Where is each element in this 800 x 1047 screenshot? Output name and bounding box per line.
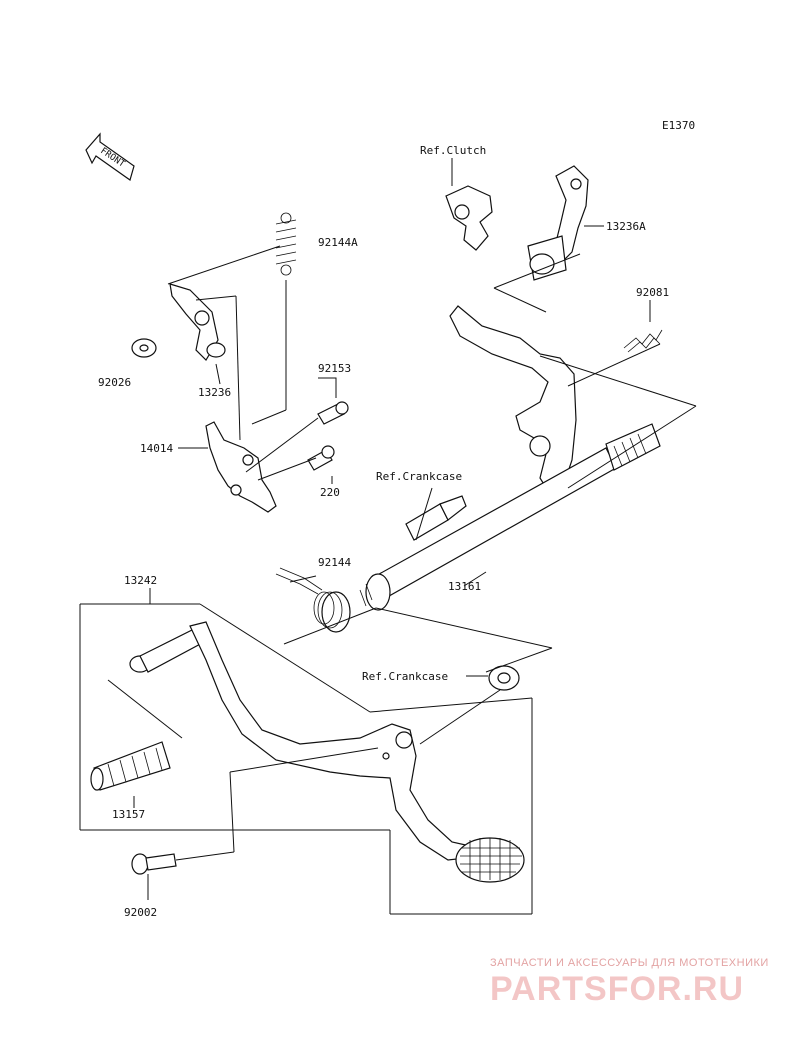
watermark: ЗАПЧАСТИ И АКСЕССУАРЫ ДЛЯ МОТОТЕХНИКИ PA… — [490, 957, 769, 1008]
part-13236-shape — [169, 283, 226, 361]
front-arrow-icon: FRONT — [85, 132, 135, 181]
watermark-brand: PARTSFOR.RU — [490, 970, 744, 1008]
part-92144-shape — [275, 567, 351, 633]
leader-lines — [79, 158, 697, 915]
label-92002: 92002 — [124, 906, 157, 919]
part-92081-shape — [449, 305, 663, 495]
part-13236A-shape — [445, 165, 589, 281]
part-13157-shape — [90, 741, 171, 791]
label-92144A: 92144A — [318, 236, 358, 249]
part-13242-shape — [129, 621, 525, 883]
label-14014: 14014 — [140, 442, 173, 455]
diagram-code: E1370 — [662, 119, 695, 132]
label-13236A: 13236A — [606, 220, 646, 233]
part-220-shape — [307, 445, 335, 471]
watermark-tagline: ЗАПЧАСТИ И АКСЕССУАРЫ ДЛЯ МОТОТЕХНИКИ — [490, 957, 769, 969]
crankcase-pin-shape — [405, 495, 467, 541]
part-92153-shape — [317, 401, 349, 425]
label-13236: 13236 — [198, 386, 231, 399]
label-92144: 92144 — [318, 556, 351, 569]
part-14014-shape — [205, 421, 277, 513]
label-92081: 92081 — [636, 286, 669, 299]
label-13242: 13242 — [124, 574, 157, 587]
label-92026: 92026 — [98, 376, 131, 389]
part-92144A-shape — [275, 212, 297, 276]
label-ref-crankcase-2: Ref.Crankcase — [362, 670, 448, 683]
part-92002-shape — [131, 853, 177, 875]
callout-labels: Ref.Clutch 13236A 92144A 92081 92026 132… — [98, 144, 669, 919]
part-13161-shape — [359, 423, 661, 611]
label-13161: 13161 — [448, 580, 481, 593]
part-92026-shape — [131, 338, 157, 358]
label-ref-crankcase-1: Ref.Crankcase — [376, 470, 462, 483]
label-92153: 92153 — [318, 362, 351, 375]
label-ref-clutch: Ref.Clutch — [420, 144, 486, 157]
label-13157: 13157 — [112, 808, 145, 821]
crankcase-washer-shape — [488, 665, 520, 691]
label-220: 220 — [320, 486, 340, 499]
